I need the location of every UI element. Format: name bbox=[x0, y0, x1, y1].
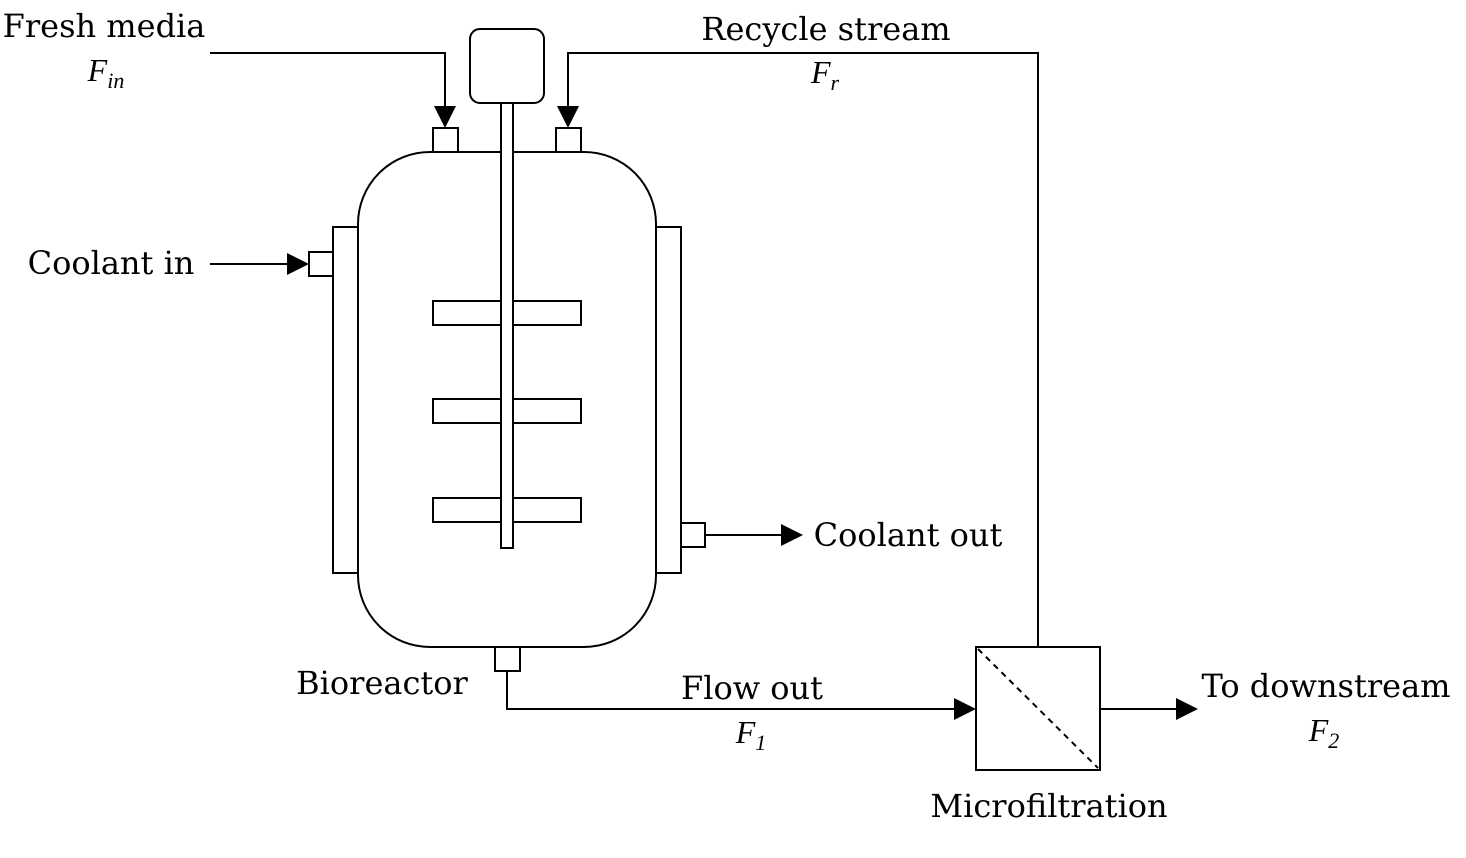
fresh-media-arrow-icon bbox=[434, 106, 456, 128]
downstream-arrow-icon bbox=[1176, 698, 1198, 720]
coolant-in-label: Coolant in bbox=[28, 244, 195, 282]
recycle-stream-label: Recycle stream bbox=[701, 10, 950, 48]
coolant-in-line bbox=[210, 253, 309, 275]
f-1-symbol: F1 bbox=[735, 714, 767, 755]
f-in-symbol: Fin bbox=[87, 52, 125, 93]
to-downstream-label: To downstream bbox=[1202, 667, 1451, 705]
cooling-jacket-left bbox=[332, 226, 359, 574]
flow-out-line bbox=[506, 671, 976, 720]
microfiltration-unit bbox=[975, 646, 1101, 771]
coolant-out-line bbox=[705, 524, 803, 546]
flow-out-label: Flow out bbox=[681, 669, 823, 707]
downstream-line bbox=[1100, 698, 1198, 720]
coolant-inlet-nozzle bbox=[308, 251, 334, 277]
fresh-media-inlet-nozzle bbox=[432, 127, 459, 153]
bioreactor-unit bbox=[308, 28, 706, 672]
cooling-jacket-right bbox=[655, 226, 682, 574]
f-2-symbol: F2 bbox=[1308, 712, 1340, 753]
microfiltration-label: Microfiltration bbox=[930, 787, 1167, 825]
agitator-motor bbox=[469, 28, 545, 104]
coolant-out-label: Coolant out bbox=[814, 516, 1003, 554]
recycle-inlet-nozzle bbox=[555, 127, 582, 153]
bioreactor-label: Bioreactor bbox=[296, 664, 468, 702]
recycle-arrow-icon bbox=[557, 106, 579, 128]
flow-out-arrow-icon bbox=[954, 698, 976, 720]
f-r-symbol: Fr bbox=[810, 54, 840, 95]
agitator-shaft bbox=[500, 102, 514, 549]
fresh-media-label: Fresh media bbox=[3, 7, 206, 45]
recycle-stream-line bbox=[557, 52, 1039, 647]
bottom-outlet-nozzle bbox=[494, 646, 521, 672]
coolant-outlet-nozzle bbox=[680, 522, 706, 548]
coolant-in-arrow-icon bbox=[287, 253, 309, 275]
fresh-media-line bbox=[210, 52, 456, 128]
coolant-out-arrow-icon bbox=[781, 524, 803, 546]
